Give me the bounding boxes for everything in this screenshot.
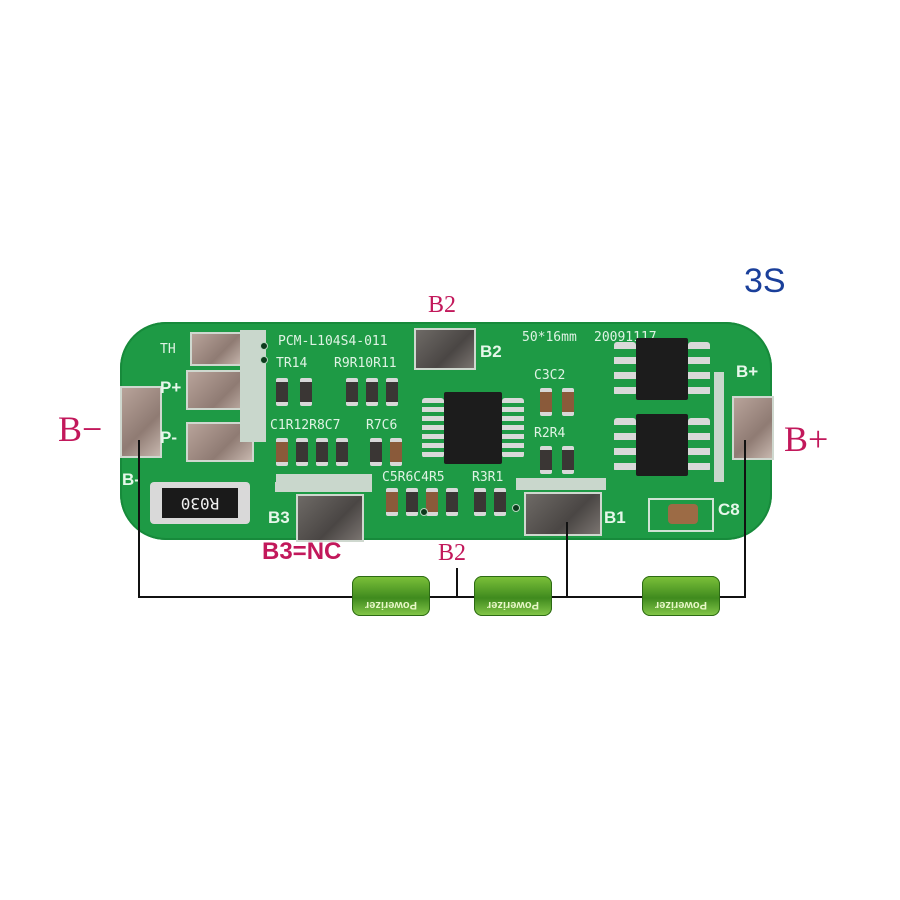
resistor-r5 [446,488,458,516]
resistor-r7 [370,438,382,466]
resistor-r8 [316,438,328,466]
resistor-tr [300,378,312,406]
resistor-r11 [386,378,398,406]
silk-b-plus: B+ [736,362,759,381]
pad-b2 [414,328,476,370]
capacitor-c8 [668,504,698,524]
pad-b-minus [120,386,162,458]
silk-b-minus: B- [122,470,140,489]
silk-p-minus: P- [160,428,177,447]
silk-size: 50*16mm [522,330,577,345]
b-plus-trace [714,372,724,482]
capacitor-c7 [336,438,348,466]
resistor-r3 [474,488,486,516]
wire-cell1-cell2 [430,596,474,598]
capacitor-c4 [426,488,438,516]
silk-model: PCM-L104S4-011 [278,334,388,349]
silk-c3c2: C3C2 [534,368,566,383]
via [420,508,428,516]
b3-trace [275,482,365,492]
silk-row1-mid: R9R10R11 [334,356,397,371]
silk-row3: C5R6C4R5 [382,470,445,485]
mosfet-top-pins-left [614,342,636,396]
cell-brand-label: Powerizer [487,599,539,611]
cell-brand-label: Powerizer [655,599,707,611]
label-b2-top: B2 [428,292,457,318]
ic-pins-right [502,398,524,458]
wire-b-plus-down [744,440,746,598]
resistor-r2 [540,446,552,474]
battery-cell-3: Powerizer [642,576,720,616]
silk-row3b: R3R1 [472,470,504,485]
config-title-3s: 3S [744,262,786,300]
silk-row1-left: TR14 [276,356,308,371]
capacitor-c5 [386,488,398,516]
pad-th [190,332,244,366]
pad-b1 [524,492,602,536]
wire-b2-tap [456,568,458,598]
mosfet-top [636,338,688,400]
protection-ic [444,392,502,464]
pcb-board: TH P+ P- B- R030 B3 PCM-L104S4-011 TR14 … [120,322,774,542]
silk-th: TH [160,342,176,357]
label-b-plus: B+ [784,419,829,459]
mosfet-top-pins-right [688,342,710,396]
via [512,504,520,512]
resistor-r10 [366,378,378,406]
capacitor-c1 [276,438,288,466]
silk-c8: C8 [718,500,740,519]
via [260,342,268,350]
wire-cell2-cell3 [552,596,642,598]
pad-b3 [296,494,364,542]
label-b3-nc: B3=NC [262,538,342,565]
mosfet-bottom-pins-right [688,418,710,472]
wire-bottom-left [138,596,354,598]
b1-trace [516,478,606,490]
wire-b1-down [566,522,568,598]
resistor-r9 [346,378,358,406]
cell-brand-label: Powerizer [365,599,417,611]
wire-b-minus-down [138,440,140,598]
battery-cell-2: Powerizer [474,576,552,616]
capacitor-c6 [390,438,402,466]
label-b2-bottom: B2 [438,540,467,566]
resistor-r12 [296,438,308,466]
pad-b-plus [732,396,774,460]
wire-cell3-right [720,596,746,598]
capacitor-c2 [562,388,574,416]
via [260,356,268,364]
silk-row2-mid: R7C6 [366,418,398,433]
battery-cell-1: Powerizer [352,576,430,616]
capacitor-c3 [540,388,552,416]
mosfet-bottom-pins-left [614,418,636,472]
silk-b1: B1 [604,508,626,527]
silk-b3: B3 [268,508,290,527]
mosfet-bottom [636,414,688,476]
silk-r2r4: R2R4 [534,426,566,441]
silk-b2: B2 [480,342,502,361]
silk-row2-left: C1R12R8C7 [270,418,341,433]
shunt-resistor: R030 [150,482,250,524]
resistor-r4 [562,446,574,474]
shunt-resistor-body: R030 [162,488,238,518]
ic-pins-left [422,398,444,458]
capacitor-c8-frame [648,498,714,532]
silk-p-plus: P+ [160,378,182,397]
label-b-minus: B− [58,409,103,449]
resistor-r1 [494,488,506,516]
resistor-r6 [406,488,418,516]
resistor-r14 [276,378,288,406]
